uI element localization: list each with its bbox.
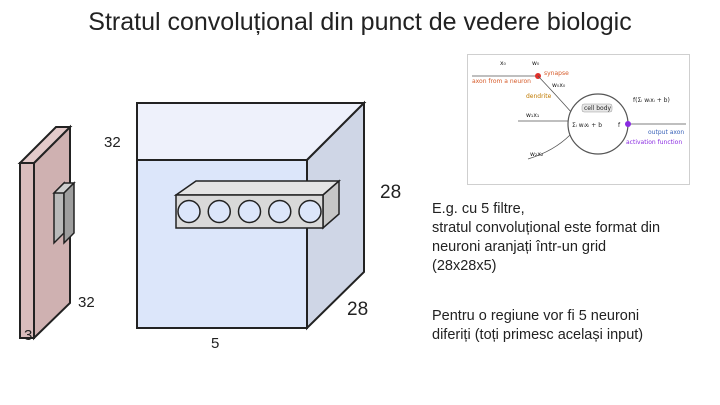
x0-label: x₀ [500, 60, 507, 67]
neuron-group [177, 199, 322, 224]
output-height-label: 28 [380, 182, 402, 203]
neuron-model-svg: x₀ w₀ axon from a neuron synapse w₀x₀ de… [472, 60, 686, 160]
neuron-circle [237, 199, 262, 224]
dendrite-bottom [527, 134, 571, 160]
input-volume-front [19, 162, 35, 339]
cell-body-label: cell body [584, 105, 612, 112]
f-label: f [618, 122, 621, 129]
output-width-label: 28 [347, 299, 369, 320]
receptive-field [52, 181, 76, 245]
neuron-column [173, 179, 341, 230]
filters-note: E.g. cu 5 filtre, stratul convoluțional … [432, 201, 661, 274]
neuron-circle [177, 199, 201, 224]
sum-expression: Σᵢ wᵢxᵢ + b [572, 122, 602, 129]
dendrite-label: dendrite [526, 93, 552, 100]
w2x2-label: w₂x₂ [530, 151, 544, 158]
w1x1-label: w₁x₁ [526, 112, 540, 119]
activation-function-label: activation function [626, 139, 682, 146]
w0x0-label: w₀x₀ [552, 82, 566, 89]
neuron-circle [298, 199, 322, 224]
input-height-label: 32 [104, 134, 121, 151]
w0-label: w₀ [532, 60, 540, 67]
input-width-label: 32 [78, 294, 95, 311]
input-volume [17, 124, 73, 341]
neuron-model-figure: x₀ w₀ axon from a neuron synapse w₀x₀ de… [467, 54, 690, 185]
neuron-circle [207, 199, 231, 224]
input-depth-label: 3 [24, 327, 33, 344]
page-title: Stratul convoluțional din punct de veder… [88, 8, 632, 36]
axon-label: axon from a neuron [472, 78, 531, 85]
neuron-circle [268, 199, 292, 224]
synapse-label: synapse [544, 70, 569, 77]
input-volume-top [17, 126, 73, 164]
output-depth-label: 5 [211, 335, 220, 352]
output-axon-label: output axon [648, 129, 684, 136]
activation-expression: f(Σᵢ wᵢxᵢ + b) [633, 97, 670, 104]
dendrite-top [537, 75, 573, 114]
region-note: Pentru o regiune vor fi 5 neuroni diferi… [432, 308, 644, 343]
cell-body-badge [581, 103, 613, 113]
neuron-column-top [173, 180, 341, 196]
receptive-field-face [63, 181, 75, 245]
activation-dot [625, 121, 631, 127]
